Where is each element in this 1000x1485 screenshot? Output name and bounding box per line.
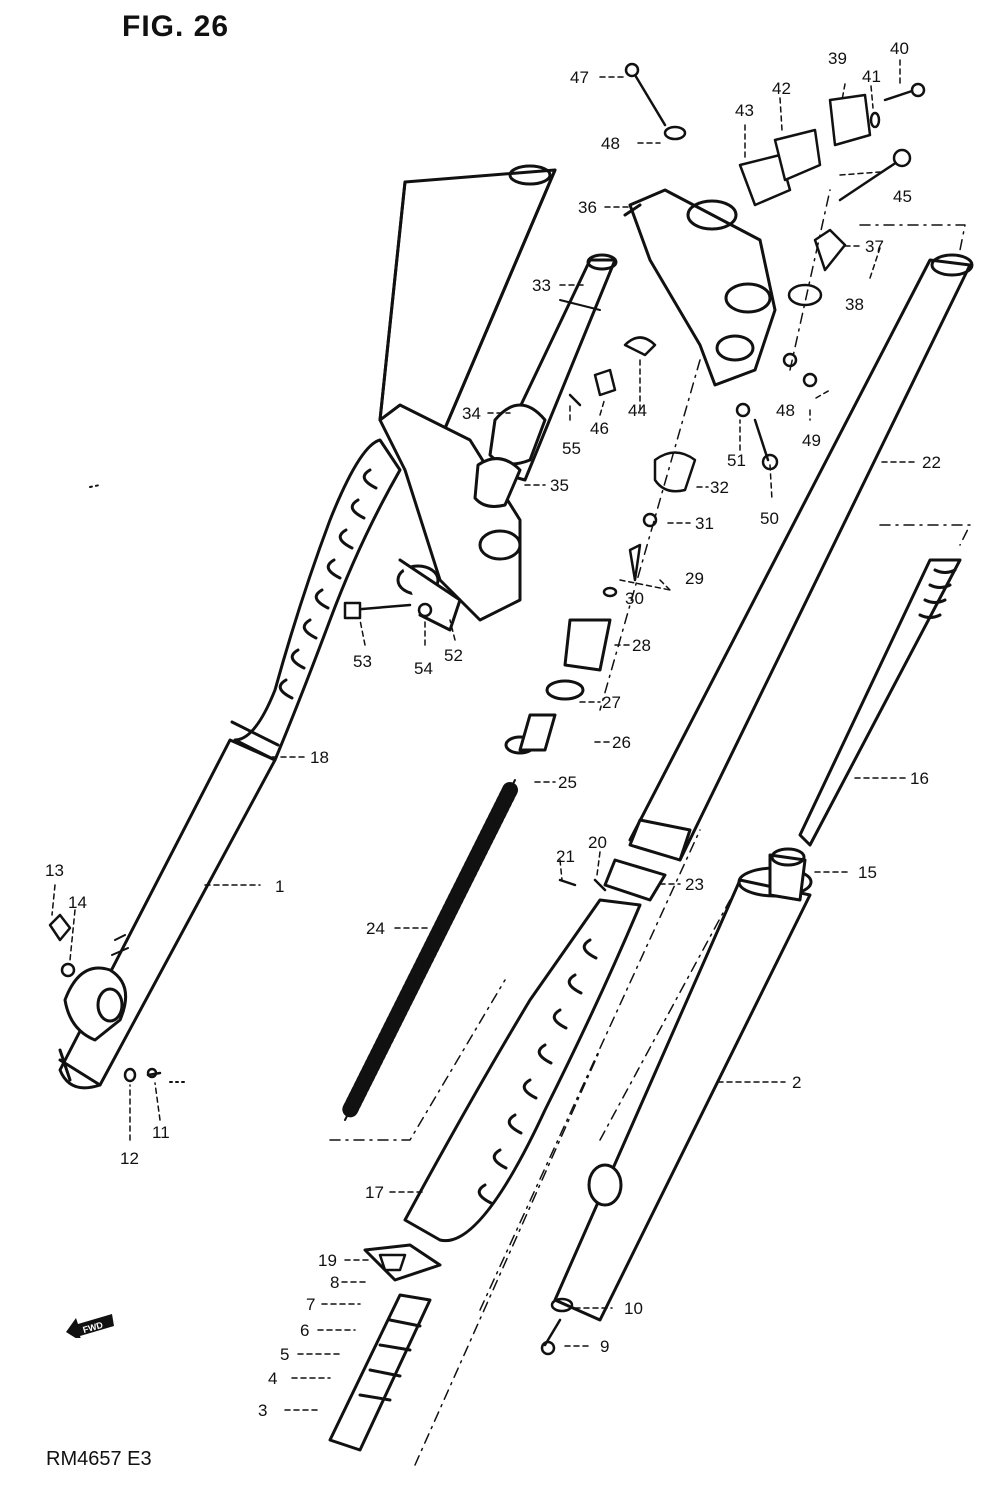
callout-leaders — [51, 59, 919, 1411]
callout-46: 46 — [590, 419, 609, 438]
callout-11: 11 — [152, 1123, 170, 1142]
callout-27: 27 — [602, 693, 621, 712]
callout-19: 19 — [318, 1251, 337, 1270]
callout-15: 15 — [858, 863, 877, 882]
callout-14: 14 — [68, 893, 87, 912]
callout-35: 35 — [550, 476, 569, 495]
callout-7: 7 — [306, 1295, 316, 1314]
right-fork-leg — [553, 847, 813, 1322]
callout-20: 20 — [588, 833, 607, 852]
callout-43: 43 — [735, 101, 754, 120]
callout-22: 22 — [922, 453, 941, 472]
callout-48-lower: 48 — [776, 401, 795, 420]
callout-26: 26 — [612, 733, 631, 752]
callout-10: 10 — [624, 1299, 643, 1318]
callout-38: 38 — [845, 295, 864, 314]
callout-37: 37 — [865, 237, 884, 256]
callout-6: 6 — [300, 1321, 310, 1340]
callout-29: 29 — [685, 569, 704, 588]
left-fork-leg — [58, 164, 557, 1090]
callout-25: 25 — [558, 773, 577, 792]
callout-51: 51 — [727, 451, 746, 470]
callout-17: 17 — [365, 1183, 384, 1202]
damper-rod — [798, 558, 962, 847]
callout-28: 28 — [632, 636, 651, 655]
callout-33: 33 — [532, 276, 551, 295]
callout-54: 54 — [414, 659, 433, 678]
figure-title: FIG. 26 — [122, 10, 230, 43]
callout-1: 1 — [275, 877, 285, 896]
right-fork-boot — [403, 898, 642, 1243]
spacer-stack — [504, 618, 612, 755]
callout-41: 41 — [862, 67, 881, 86]
callout-45: 45 — [893, 187, 912, 206]
callout-52: 52 — [444, 646, 463, 665]
callout-34: 34 — [462, 404, 481, 423]
callout-53: 53 — [353, 652, 372, 671]
callout-50: 50 — [760, 509, 779, 528]
hardware-items — [48, 62, 926, 1356]
right-fork-tube — [603, 253, 974, 902]
callout-30: 30 — [625, 589, 644, 608]
lower-fork-bracket — [378, 403, 522, 632]
reference-code: RM4657 E3 — [46, 1448, 152, 1470]
callout-42: 42 — [772, 79, 791, 98]
callout-47: 47 — [570, 68, 589, 87]
callout-13: 13 — [45, 861, 64, 880]
callout-23: 23 — [685, 875, 704, 894]
callout-40: 40 — [890, 39, 909, 58]
callout-32: 32 — [710, 478, 729, 497]
callout-4: 4 — [268, 1369, 278, 1388]
callout-36: 36 — [578, 198, 597, 217]
callout-55: 55 — [562, 439, 581, 458]
callout-5: 5 — [280, 1345, 290, 1364]
callout-3: 3 — [258, 1401, 268, 1420]
callout-12: 12 — [120, 1149, 139, 1168]
upper-fork-bracket — [623, 188, 777, 387]
callout-16: 16 — [910, 769, 929, 788]
callout-39: 39 — [828, 49, 847, 68]
callout-49: 49 — [802, 431, 821, 450]
callout-21: 21 — [556, 847, 575, 866]
callout-18: 18 — [310, 748, 329, 767]
left-fork-boot — [230, 438, 402, 762]
lower-seal-stack — [328, 1243, 442, 1452]
steering-stem — [473, 253, 618, 508]
fork-spring — [342, 779, 518, 1121]
alignment-lines — [329, 189, 971, 1466]
callout-24: 24 — [366, 919, 385, 938]
callout-2: 2 — [792, 1073, 802, 1092]
callout-44: 44 — [628, 401, 647, 420]
callout-8: 8 — [330, 1273, 340, 1292]
callout-31: 31 — [695, 514, 714, 533]
callout-48-upper: 48 — [601, 134, 620, 153]
fwd-arrow-icon: FWD — [66, 1314, 114, 1338]
callout-9: 9 — [600, 1337, 610, 1356]
